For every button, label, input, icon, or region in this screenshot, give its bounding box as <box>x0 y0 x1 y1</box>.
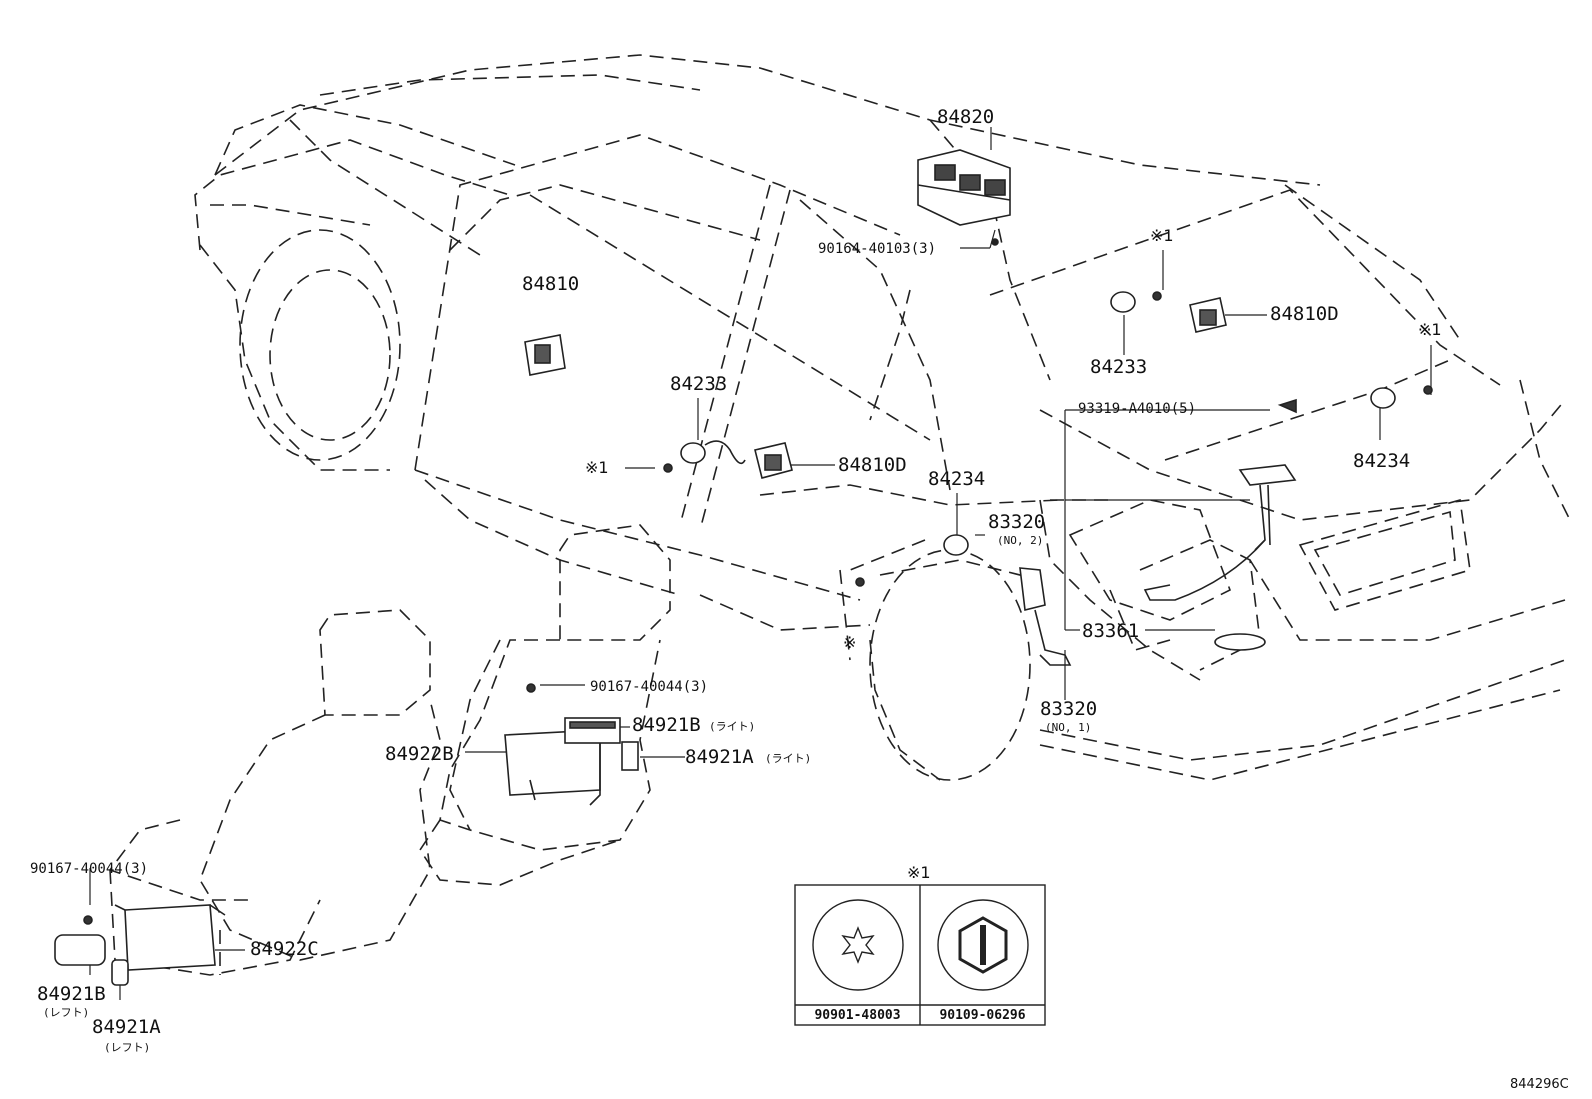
legend-mark: ※1 <box>907 863 931 882</box>
callout-note-no1: (NO, 1) <box>1045 721 1092 734</box>
callout-90167-40044-right: 90167-40044(3) <box>590 679 709 695</box>
callout-84921B-left: 84921B <box>37 983 106 1005</box>
callout-84810D-rear: 84810D <box>1270 303 1339 325</box>
callout-93319-A4010: 93319-A4010(5) <box>1078 401 1197 417</box>
screw-93319 <box>1277 398 1297 414</box>
door-lamp-switch-mid <box>943 534 969 556</box>
callout-84233-front: 84233 <box>670 373 728 395</box>
callout-mark-1-top: ※1 <box>1150 226 1174 245</box>
callout-84921A-right: 84921A <box>685 746 754 768</box>
door-lamp-switch-rear <box>1370 387 1396 409</box>
car-body-outline <box>108 54 1571 976</box>
callout-90164-40103: 90164-40103(3) <box>818 241 937 257</box>
callout-84922B: 84922B <box>385 743 454 765</box>
fastener-legend-table <box>794 884 1046 1026</box>
legend-part-left: 90901-48003 <box>814 1008 901 1023</box>
switch-knob-84921B-left <box>54 934 106 966</box>
courtesy-lamp-switch-front <box>680 442 706 464</box>
callout-mark-1-right: ※1 <box>1418 320 1442 339</box>
callout-90167-40044-left: 90167-40044(3) <box>30 861 149 877</box>
seat-switch-84922C <box>124 904 216 971</box>
callout-83320-no1: 83320 <box>1040 698 1098 720</box>
callout-84921B-right: 84921B <box>632 714 701 736</box>
callout-84810D-front: 84810D <box>838 454 907 476</box>
fuel-sender-no1 <box>1019 567 1046 611</box>
clip-front <box>663 463 673 473</box>
callout-mark-1-front: ※1 <box>585 458 609 477</box>
fuel-gauge-gasket <box>1214 633 1266 651</box>
callout-note-right-1: (ライト) <box>709 720 756 733</box>
courtesy-lamp-switch-rear <box>1110 291 1136 313</box>
switch-knob-84921A-right <box>621 741 639 771</box>
callout-83320-no2: 83320 <box>988 511 1046 533</box>
fuel-sender-no2 <box>1238 464 1297 486</box>
callout-84233-rear: 84233 <box>1090 356 1148 378</box>
callout-84234-mid: 84234 <box>928 468 986 490</box>
diagram-id: 844296C <box>1510 1077 1569 1092</box>
callout-note-left-1: (レフト) <box>43 1006 90 1019</box>
callout-83361: 83361 <box>1082 620 1140 642</box>
callout-note-right-2: (ライト) <box>765 752 812 765</box>
callout-84820: 84820 <box>937 106 995 128</box>
callout-84810: 84810 <box>522 273 580 295</box>
callout-mark-lower: ※ <box>843 633 857 652</box>
callout-84234-rear: 84234 <box>1353 450 1411 472</box>
component-parts <box>54 149 1433 986</box>
callout-note-left-2: (レフト) <box>104 1041 151 1054</box>
screw <box>991 238 999 246</box>
callout-84922C: 84922C <box>250 938 319 960</box>
power-window-master-switch <box>917 149 1011 226</box>
callout-84921A-left: 84921A <box>92 1016 161 1038</box>
callout-note-no2: (NO, 2) <box>997 534 1044 547</box>
leader-lines <box>89 127 1432 1000</box>
switch-knob-84921A-left <box>111 959 129 986</box>
legend-part-right: 90109-06296 <box>939 1008 1026 1023</box>
